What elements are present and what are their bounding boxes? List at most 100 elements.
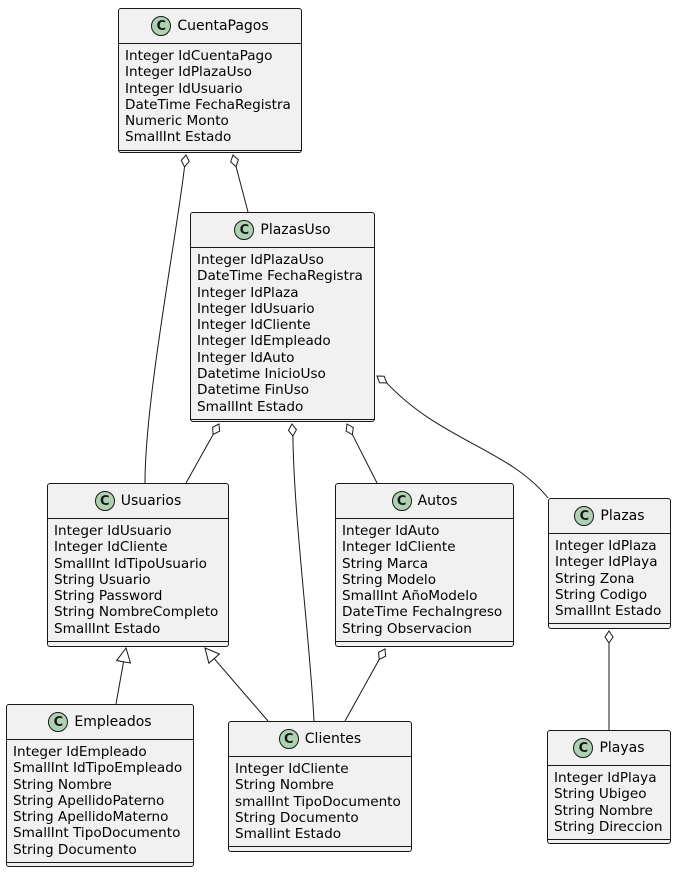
class-stereotype-icon: C <box>278 729 299 749</box>
class-attribute: Integer IdAuto <box>197 349 295 366</box>
class-attribute: String Direccion <box>554 818 663 835</box>
inheritance-arrow-icon <box>204 647 221 665</box>
class-attribute: String Documento <box>13 841 137 858</box>
class-attribute: String Zona <box>555 570 635 587</box>
class-name: Autos <box>417 493 458 509</box>
class-attribute: DateTime FechaRegistra <box>197 268 363 285</box>
class-attribute: SmallInt TipoDocumento <box>13 825 181 842</box>
class-attribute: Integer IdPlaza <box>197 284 299 301</box>
divider <box>119 149 301 151</box>
class-attribute: Integer IdUsuario <box>125 80 243 97</box>
class-stereotype-icon: C <box>573 738 594 758</box>
aggregation-diamond-icon <box>376 375 388 384</box>
divider <box>191 418 374 420</box>
aggregation-diamond-icon <box>378 648 387 661</box>
class-name: PlazasUso <box>260 222 331 238</box>
divider <box>191 247 374 248</box>
class-attribute: SmallInt Estado <box>197 398 304 415</box>
class-attribute: String Password <box>54 588 163 605</box>
class-stereotype-icon: C <box>48 712 69 732</box>
divider <box>7 739 193 740</box>
class-attribute: Smallint Estado <box>235 826 342 843</box>
class-attribute: Numeric Monto <box>125 113 229 130</box>
aggregation-diamond-icon <box>230 154 239 168</box>
edge-plazasuso-autos <box>345 423 378 484</box>
class-attribute: DateTime FechaIngreso <box>342 604 503 621</box>
class-attribute: Integer IdPlaya <box>554 770 657 786</box>
divider <box>48 518 228 519</box>
edge-usuarios-empleados <box>115 646 132 705</box>
divider <box>48 641 228 643</box>
class-name: Clientes <box>304 731 362 747</box>
edge-plazasuso-usuarios <box>185 423 221 484</box>
class-attribute: String ApellidoMaterno <box>13 809 169 826</box>
class-header: C Empleados <box>7 705 193 739</box>
class-attribute: SmallInt AñoModelo <box>342 588 478 605</box>
class-attribute: smallInt TipoDocumento <box>235 793 401 810</box>
class-header: C CuentaPagos <box>119 9 301 43</box>
aggregation-diamond-icon <box>345 423 354 436</box>
class-attribute: Integer IdPlazaUso <box>197 252 324 268</box>
class-attribute: String Marca <box>342 555 429 572</box>
class-header: C Autos <box>336 484 513 518</box>
class-attribute: Integer IdAuto <box>342 523 440 539</box>
class-attribute: String Nombre <box>13 776 112 793</box>
divider <box>7 862 193 864</box>
class-attribute: SmallInt IdTipoEmpleado <box>13 760 183 777</box>
class-attribute: SmallInt Estado <box>54 620 161 637</box>
class-attribute: Integer IdPlazaUso <box>125 64 252 81</box>
class-header: C Playas <box>548 731 670 765</box>
divider <box>336 518 513 519</box>
class-attribute: String NombreCompleto <box>54 604 219 621</box>
class-attribute: Integer IdEmpleado <box>197 333 331 350</box>
aggregation-diamond-icon <box>604 630 614 644</box>
divider <box>549 533 670 534</box>
aggregation-diamond-icon <box>180 154 190 168</box>
class-name: Playas <box>599 740 645 756</box>
divider <box>549 623 670 625</box>
divider <box>336 641 513 643</box>
class-attribute: Datetime InicioUso <box>197 366 326 383</box>
class-attribute: String Codigo <box>555 586 648 603</box>
class-stereotype-icon: C <box>391 491 412 511</box>
class-stereotype-icon: C <box>574 506 595 526</box>
class-attribute: SmallInt IdTipoUsuario <box>54 555 207 572</box>
edge-cuentapagos-usuarios <box>144 154 190 484</box>
class-attribute: SmallInt Estado <box>555 603 662 620</box>
edge-plazasuso-clientes <box>287 423 315 722</box>
class-name: Empleados <box>74 714 152 730</box>
inheritance-arrow-icon <box>115 646 132 664</box>
divider <box>548 839 670 841</box>
class-stereotype-icon: C <box>234 220 255 240</box>
class-header: C Clientes <box>229 722 411 756</box>
class-attribute: Integer IdCliente <box>197 317 311 334</box>
class-attribute: String ApellidoPaterno <box>13 792 165 809</box>
edge-plazasuso-plazas <box>376 375 549 499</box>
class-stereotype-icon: C <box>151 16 172 36</box>
class-header: C Usuarios <box>48 484 228 518</box>
class-header: C PlazasUso <box>191 213 374 247</box>
class-attribute: Integer IdUsuario <box>197 300 315 317</box>
class-attribute: SmallInt Estado <box>125 129 232 146</box>
class-attribute: Integer IdCuentaPago <box>125 48 273 64</box>
class-attribute: Integer IdCliente <box>342 539 456 556</box>
class-attribute: String Observacion <box>342 620 472 637</box>
edge-usuarios-clientes <box>204 647 269 722</box>
class-attribute: String Usuario <box>54 571 151 588</box>
class-attribute: String Ubigeo <box>554 786 647 803</box>
class-attribute: String Nombre <box>554 802 653 819</box>
